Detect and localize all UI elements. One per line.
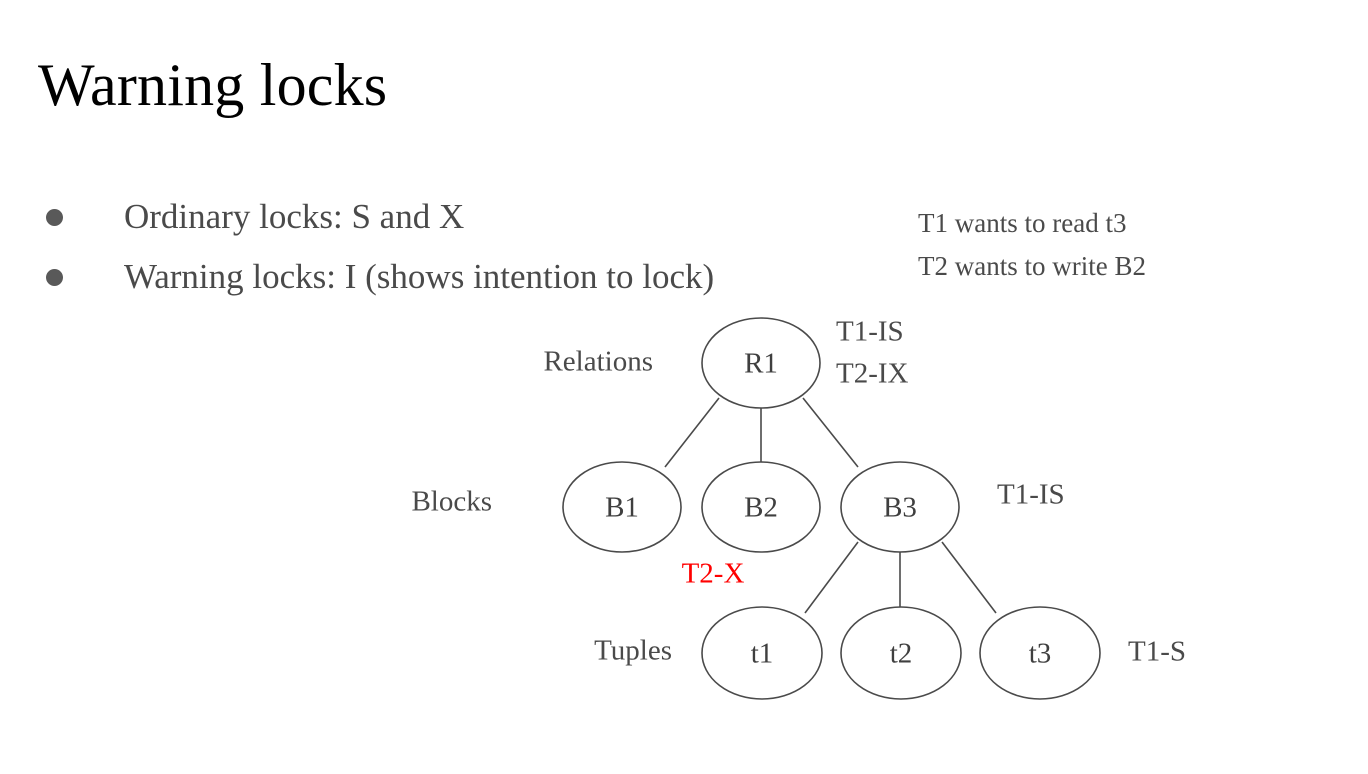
- bullet-text: Warning locks: I (shows intention to loc…: [124, 257, 715, 296]
- node-b3[interactable]: [840, 461, 960, 553]
- page-title: Warning locks: [38, 52, 388, 118]
- node-t2[interactable]: [840, 606, 962, 700]
- list-item: Ordinary locks: S and X: [46, 193, 906, 241]
- lock-label-b3-t1-is: T1-IS: [997, 479, 1065, 511]
- edge-b3-t1: [804, 541, 859, 614]
- node-r1[interactable]: [701, 317, 821, 409]
- node-b2[interactable]: [701, 461, 821, 553]
- tier-label-blocks: Blocks: [411, 486, 492, 518]
- lock-label-t3-t1-s: T1-S: [1128, 636, 1186, 668]
- bullet-dot-icon: [46, 269, 63, 286]
- node-t1[interactable]: [701, 606, 823, 700]
- bullet-list: Ordinary locks: S and X Warning locks: I…: [46, 193, 906, 313]
- bullet-dot-icon: [46, 209, 63, 226]
- node-b1-label: B1: [605, 492, 639, 524]
- node-t1-label: t1: [751, 638, 774, 670]
- side-note: T1 wants to read t3 T2 wants to write B2: [918, 202, 1146, 288]
- edge-r1-b1: [664, 397, 720, 468]
- lock-label-r1-t2-ix: T2-IX: [836, 358, 909, 390]
- node-b2-label: B2: [744, 492, 778, 524]
- side-note-line-1: T1 wants to read t3: [918, 208, 1127, 238]
- lock-label-b2-t2-x: T2-X: [682, 558, 745, 590]
- node-r1-label: R1: [744, 348, 778, 380]
- tier-label-tuples: Tuples: [594, 635, 672, 667]
- side-note-line-2: T2 wants to write B2: [918, 251, 1146, 281]
- node-b3-label: B3: [883, 492, 917, 524]
- node-t3-label: t3: [1029, 638, 1052, 670]
- node-t2-label: t2: [890, 638, 913, 670]
- edge-b3-t3: [941, 541, 997, 614]
- lock-label-r1-t1-is: T1-IS: [836, 316, 904, 348]
- tier-label-relations: Relations: [543, 346, 653, 378]
- node-b1[interactable]: [562, 461, 682, 553]
- node-t3[interactable]: [979, 606, 1101, 700]
- bullet-text: Ordinary locks: S and X: [124, 197, 465, 236]
- edge-r1-b3: [802, 397, 859, 468]
- list-item: Warning locks: I (shows intention to loc…: [46, 253, 906, 301]
